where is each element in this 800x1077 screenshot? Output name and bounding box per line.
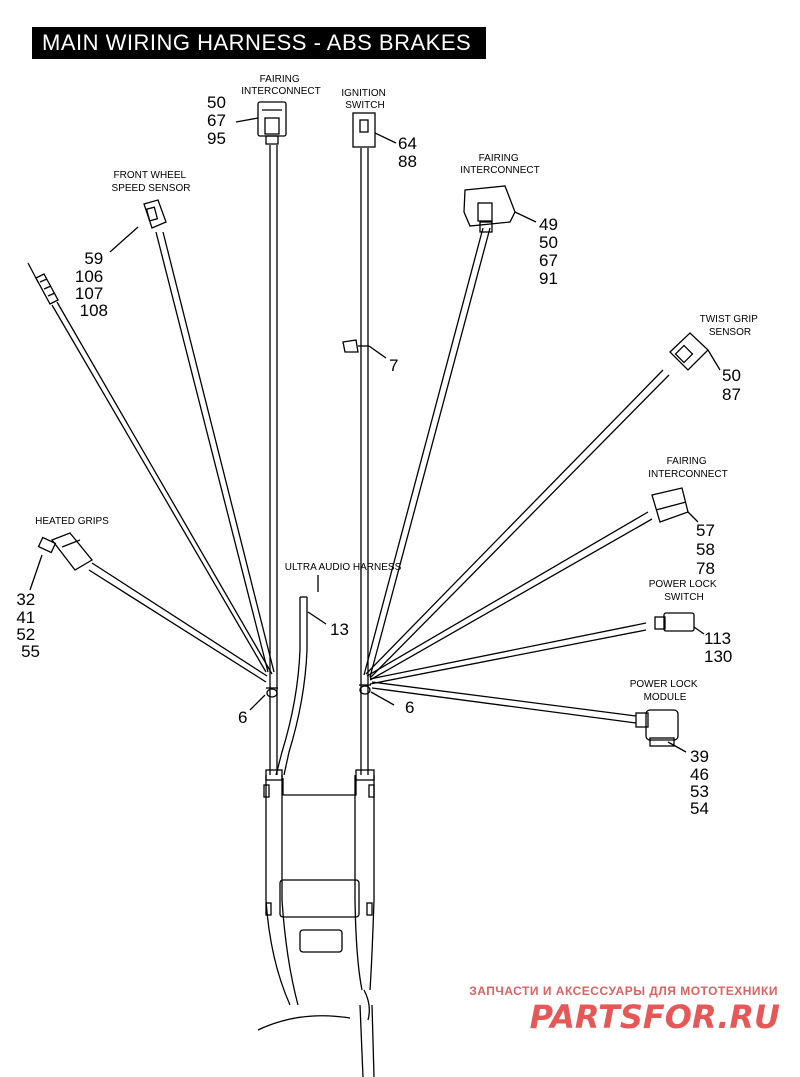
callout-fairing-lower: 57 58 78	[696, 521, 720, 578]
wire-ultra-audio	[275, 596, 308, 776]
leader-lines	[29, 117, 721, 753]
ignition-switch-connector	[352, 112, 376, 148]
cable-tie-right	[359, 684, 371, 695]
label-power-lock-module: POWER LOCK MODULE	[630, 679, 701, 703]
callout-power-lock-switch: 113 130	[704, 629, 736, 666]
label-fairing-interconnect-lower: FAIRING INTERCONNECT	[648, 456, 727, 480]
watermark-tagline: ЗАПЧАСТИ И АКСЕССУАРЫ ДЛЯ МОТОТЕХНИКИ	[469, 984, 778, 998]
fairing-interconnect-lower-connector	[651, 487, 689, 523]
callout-fairing-right: 49 50 67 91	[539, 215, 563, 288]
wire-ignition	[360, 148, 369, 775]
power-lock-module-connector	[635, 709, 679, 747]
label-ignition-switch: IGNITION SWITCH	[341, 88, 388, 111]
wire-power-lock-switch	[369, 622, 647, 685]
fairing-interconnect-top-connector	[257, 101, 287, 145]
clip-part-7	[342, 339, 369, 353]
front-wheel-speed-sensor-connector	[143, 199, 167, 229]
wire-fairing-top	[269, 145, 278, 775]
label-heated-grips: HEATED GRIPS	[35, 516, 109, 527]
label-ultra-audio-harness: ULTRA AUDIO HARNESS	[285, 562, 402, 573]
cable-tie-left	[266, 687, 278, 698]
wire-antenna	[51, 301, 273, 675]
callout-twist-grip: 50 87	[722, 366, 746, 404]
twist-grip-sensor-connector	[669, 332, 709, 371]
wire-twist-grip	[365, 369, 670, 679]
wire-heated-grips	[88, 562, 268, 683]
fairing-interconnect-right-connector	[463, 185, 516, 233]
callout-power-lock-module: 39 46 53 54	[690, 747, 714, 818]
label-front-wheel-speed-sensor: FRONT WHEEL SPEED SENSOR	[112, 170, 191, 194]
callout-ultra-audio: 13	[330, 620, 349, 639]
watermark-logo: PARTSFOR.RU	[530, 998, 780, 1036]
label-power-lock-switch: POWER LOCK SWITCH	[649, 579, 720, 603]
wire-power-lock-module	[371, 681, 637, 724]
wire-front-wheel	[155, 231, 275, 673]
callout-tie-left: 6	[238, 708, 247, 727]
callout-tie-right: 6	[405, 698, 414, 717]
antenna-connector	[27, 262, 59, 305]
callout-front-wheel: 59 106 107 108	[75, 249, 108, 320]
power-lock-switch-connector	[654, 612, 695, 632]
callout-ignition: 64 88	[398, 134, 422, 171]
wire-fairing-lower	[366, 511, 653, 681]
wire-fairing-right	[363, 227, 491, 678]
callout-clip: 7	[389, 356, 398, 375]
label-fairing-interconnect-right: FAIRING INTERCONNECT	[460, 153, 539, 176]
harness-trunk	[257, 769, 375, 1077]
heated-grips-connector	[37, 532, 93, 571]
callout-heated-grips: 32 41 52 55	[16, 590, 40, 661]
callout-fairing-top: 50 67 95	[207, 93, 231, 148]
label-fairing-interconnect-top: FAIRING INTERCONNECT	[241, 74, 320, 97]
label-twist-grip-sensor: TWIST GRIP SENSOR	[700, 314, 761, 338]
page-title: MAIN WIRING HARNESS - ABS BRAKES	[32, 27, 486, 59]
